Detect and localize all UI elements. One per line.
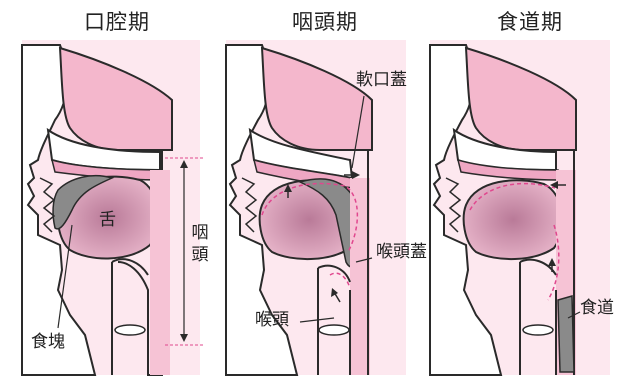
title-esophageal-phase: 食道期	[497, 6, 563, 36]
title-oral-phase: 口腔期	[84, 6, 150, 36]
label-soft-palate: 軟口蓋	[356, 72, 407, 89]
label-tongue: 舌	[99, 212, 116, 229]
title-pharyngeal-phase: 咽頭期	[292, 6, 358, 36]
panel-esophageal-phase	[430, 40, 610, 375]
label-larynx: 喉頭	[255, 312, 289, 329]
label-epiglottis: 喉頭蓋	[376, 244, 427, 261]
label-esophagus: 食道	[580, 300, 614, 317]
panel-pharyngeal-phase	[226, 40, 406, 375]
label-bolus: 食塊	[31, 334, 65, 351]
label-pharynx: 咽頭	[190, 222, 210, 266]
panel-oral-phase	[22, 40, 205, 375]
